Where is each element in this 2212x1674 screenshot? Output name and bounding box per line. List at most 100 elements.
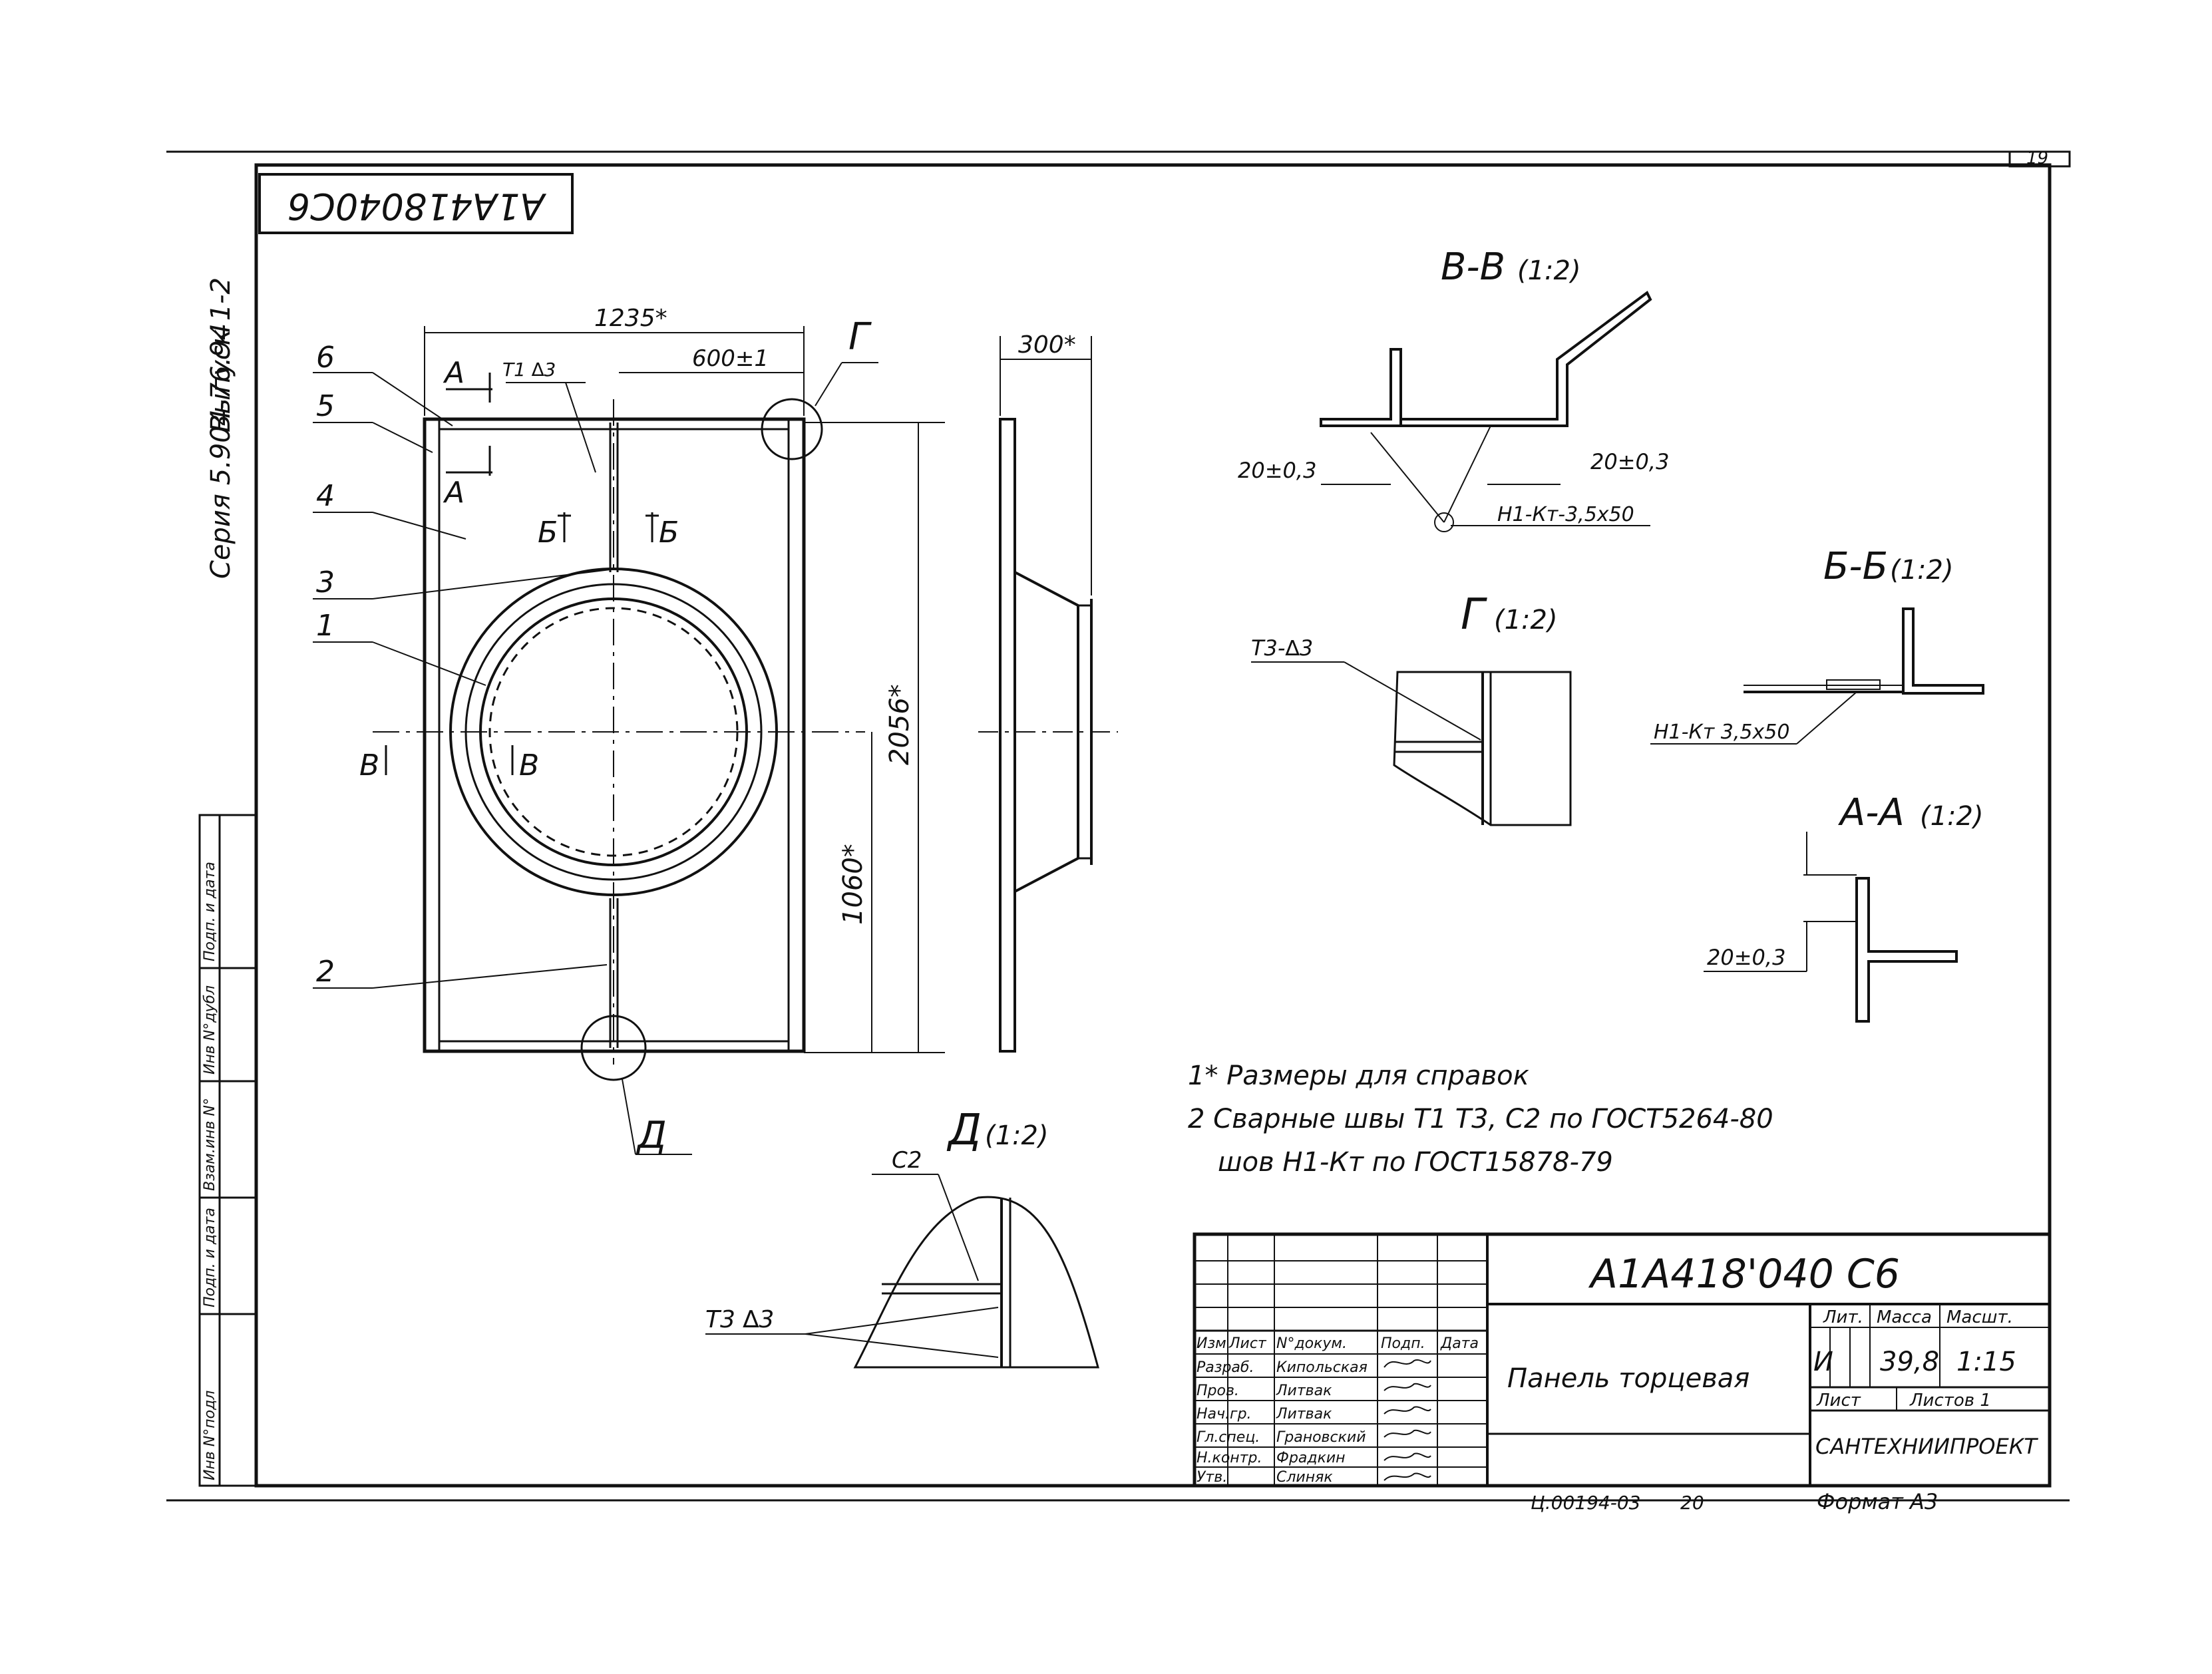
- section-vv-title: В-В: [1441, 246, 1505, 289]
- tb-lit-label: Лит.: [1823, 1307, 1863, 1327]
- section-vv-dim-right: 20±0,3: [1590, 449, 1669, 474]
- tb-header-izm: Изм: [1197, 1335, 1226, 1352]
- tb-header-list: Лист: [1228, 1335, 1267, 1352]
- strip-vzam-inv: Взам.инв N°: [202, 1098, 218, 1191]
- section-bb-scale: (1:2): [1890, 555, 1954, 586]
- tb-role-6: Утв.: [1197, 1469, 1227, 1486]
- callout-1: 1: [316, 609, 335, 643]
- front-dimensions: 1235* 600±1 2056* 1060* Т1 ∆3: [424, 305, 945, 1053]
- dim-overall-width: 1235*: [594, 305, 667, 332]
- section-bb: Б-Б (1:2) Н1-Кт 3,5х50: [1650, 545, 1984, 745]
- dim-side-depth: 300*: [1018, 331, 1076, 359]
- sheet-number: 19: [2026, 148, 2048, 168]
- mark-detail-g: Г: [848, 315, 872, 359]
- designation-stamp: А1А418040С6: [287, 185, 546, 227]
- mark-a-top: А: [443, 356, 464, 390]
- tb-name-1: Кипольская: [1276, 1359, 1368, 1376]
- tb-role-5: Н.контр.: [1197, 1450, 1262, 1466]
- detail-g-weld: Т3-∆3: [1251, 635, 1313, 661]
- section-vv-dim-left: 20±0,3: [1238, 458, 1316, 483]
- mark-a-bottom: А: [443, 476, 464, 510]
- tb-scale-value: 1:15: [1956, 1347, 2016, 1377]
- callout-6: 6: [316, 341, 335, 375]
- series-label: Серия 5.904-76.94: [206, 323, 236, 579]
- dim-half-width: 600±1: [692, 345, 769, 372]
- detail-d-circle: [580, 1015, 647, 1081]
- tb-header-data: Дата: [1440, 1335, 1479, 1352]
- designation-stamp-box: [258, 173, 574, 234]
- tb-sheets-label: Листов 1: [1909, 1391, 1991, 1411]
- weld-t1-label: Т1 ∆3: [502, 359, 556, 381]
- mark-v-right: В: [519, 749, 539, 782]
- issue-label: Выпуск 1-2: [206, 277, 236, 432]
- tb-name-4: Грановский: [1276, 1429, 1366, 1446]
- mark-v-left: В: [359, 749, 379, 782]
- tb-name-2: Литвак: [1276, 1383, 1332, 1399]
- tb-organization: САНТЕХНИИПРОЕКТ: [1815, 1434, 2038, 1459]
- footer: Ц.00194-03 20 Формат А3: [1531, 1489, 1938, 1514]
- notes: 1* Размеры для справок 2 Сварные швы Т1 …: [1188, 1061, 1773, 1178]
- section-aa: А-А (1:2) 20±0,3: [1704, 791, 1984, 1023]
- detail-g-title: Г: [1461, 590, 1487, 639]
- section-marks: А А Б Б В В Г Д: [359, 315, 878, 1157]
- section-bb-title: Б-Б: [1823, 545, 1888, 588]
- detail-d: Д (1:2) С2 Т3 ∆3: [705, 1106, 1099, 1369]
- mark-detail-d: Д: [636, 1114, 667, 1157]
- tb-role-4: Гл.спец.: [1197, 1429, 1260, 1446]
- detail-d-scale: (1:2): [985, 1120, 1049, 1151]
- detail-g-scale: (1:2): [1494, 605, 1558, 635]
- callout-4: 4: [316, 479, 335, 513]
- section-vv-weld: Н1-Кт-3,5х50: [1497, 503, 1634, 526]
- tb-mass-value: 39,8: [1880, 1347, 1939, 1377]
- tb-name-6: Слиняк: [1276, 1469, 1333, 1486]
- strip-inv-podl: Инв N°подл: [202, 1391, 218, 1480]
- section-aa-scale: (1:2): [1920, 801, 1984, 832]
- detail-d-t3: Т3 ∆3: [705, 1306, 774, 1333]
- mark-b-right: Б: [659, 516, 679, 550]
- note-3: шов Н1-Кт по ГОСТ15878-79: [1218, 1147, 1613, 1178]
- detail-g-circle: [761, 398, 823, 460]
- mark-b-left: Б: [538, 516, 558, 550]
- section-vv-scale: (1:2): [1517, 255, 1581, 286]
- front-view: [373, 399, 865, 1065]
- callout-2: 2: [316, 955, 335, 989]
- footer-page: 20: [1680, 1492, 1704, 1514]
- detail-g: Г (1:2) Т3-∆3: [1251, 590, 1572, 826]
- tb-name: Панель торцевая: [1507, 1363, 1750, 1394]
- tb-role-1: Разраб.: [1197, 1359, 1254, 1376]
- footer-doc-code: Ц.00194-03: [1531, 1492, 1640, 1514]
- section-aa-dim: 20±0,3: [1707, 945, 1785, 970]
- detail-d-c2: С2: [892, 1147, 922, 1174]
- callouts: 6 5 4 3 1 2: [313, 341, 616, 989]
- strip-podp-data-1: Подп. и дата: [202, 1208, 218, 1307]
- dim-height: 2056*: [884, 684, 915, 765]
- tb-role-2: Пров.: [1197, 1383, 1239, 1399]
- tb-role-3: Нач.гр.: [1197, 1406, 1252, 1423]
- tb-header-docum: N°докум.: [1276, 1335, 1347, 1352]
- left-approval-strip: Инв N°подл Подп. и дата Взам.инв N° Инв …: [198, 814, 258, 1487]
- note-1: 1* Размеры для справок: [1188, 1061, 1529, 1091]
- section-aa-title: А-А: [1838, 791, 1905, 834]
- callout-3: 3: [316, 566, 335, 599]
- title-block: Изм Лист N°докум. Подп. Дата Разраб. Кип…: [1193, 1232, 2052, 1488]
- tb-designation: А1А418'040 С6: [1588, 1251, 1900, 1297]
- tb-lit-value: И: [1813, 1347, 1833, 1377]
- tb-sheet-label: Лист: [1816, 1391, 1861, 1411]
- detail-d-title: Д: [946, 1106, 982, 1155]
- footer-format: Формат А3: [1817, 1489, 1938, 1514]
- tb-scale-label: Масшт.: [1946, 1307, 2013, 1327]
- signature-marks: [1383, 1359, 1431, 1481]
- tb-header-podp: Подп.: [1381, 1335, 1425, 1352]
- strip-inv-dubl: Инв N°дубл: [202, 985, 218, 1075]
- tb-name-3: Литвак: [1276, 1406, 1332, 1423]
- sheet-number-box: [2008, 150, 2071, 168]
- section-bb-weld: Н1-Кт 3,5х50: [1654, 721, 1789, 744]
- section-vv: В-В (1:2) 20±0,3 20±0,3 Н1-Кт-3,5х50: [1238, 246, 1669, 532]
- side-view: 300*: [978, 331, 1118, 1053]
- note-2: 2 Сварные швы Т1 Т3, С2 по ГОСТ5264-80: [1188, 1104, 1773, 1134]
- callout-5: 5: [316, 389, 335, 423]
- strip-podp-data-2: Подп. и дата: [202, 862, 218, 961]
- tb-name-5: Фрадкин: [1276, 1450, 1346, 1466]
- dim-center-height: 1060*: [838, 844, 868, 925]
